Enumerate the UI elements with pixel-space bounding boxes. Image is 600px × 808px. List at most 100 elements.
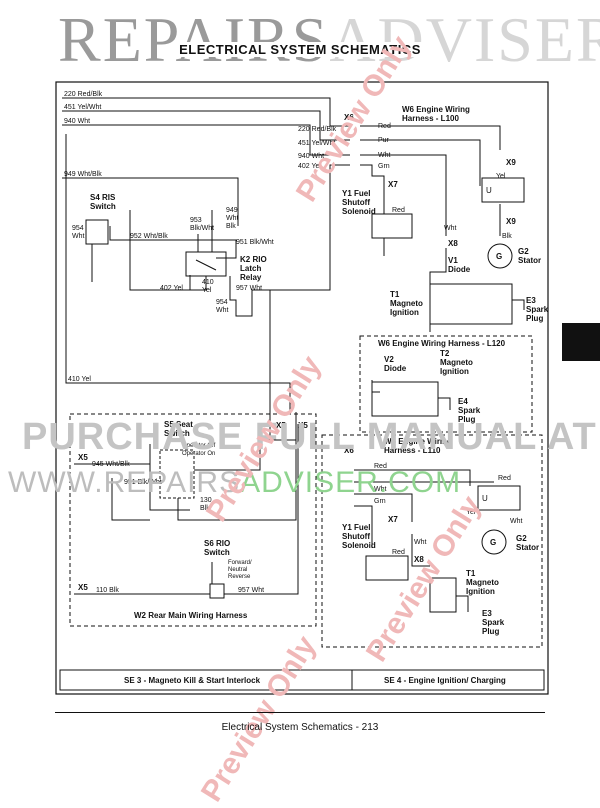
s5-seat-switch-symbol — [159, 449, 195, 499]
y1-red-l110-label: Red — [392, 549, 405, 556]
l120-harness-label: W6 Engine Wiring Harness - L120 — [378, 339, 506, 348]
g2-l100-label-b: Stator — [518, 256, 541, 265]
watermark-url-a: WWW.REPAIRS — [8, 466, 241, 499]
y1-l110-label-a: Y1 Fuel — [342, 523, 370, 532]
s4-label-b: Switch — [90, 202, 116, 211]
e4-label-c: Plug — [458, 415, 475, 424]
wire-130-label-b: Blk — [200, 505, 210, 512]
s6-label-a: S6 RIO — [204, 539, 230, 548]
conn-940-label: 940 Wht — [298, 153, 324, 160]
e4-label-a: E4 — [458, 397, 468, 406]
l110-wiring — [354, 469, 521, 613]
s6-state-forward: Forward/ — [228, 560, 252, 566]
l110-red-label-b: Red — [498, 475, 511, 482]
l100-harness-label-b: Harness - L100 — [402, 114, 459, 123]
u-rectifier-l100-symbol — [481, 177, 525, 203]
wire-954b-label-b: Wht — [216, 307, 229, 314]
watermark-brand-a: REPAIRS — [58, 4, 330, 75]
l100-wiring — [360, 125, 525, 332]
wire-957b-label: 957 Wht — [238, 587, 264, 594]
section-tab-marker — [562, 323, 600, 361]
page-footer: Electrical System Schematics - 213 — [221, 722, 379, 733]
wire-949b-label-b: Wht — [226, 215, 239, 222]
l110-red-label: Red — [374, 463, 387, 470]
s5-state-on: Operator On — [182, 451, 215, 457]
y1-l110-label-b: Shutoff — [342, 532, 370, 541]
wire-940-label: 940 Wht — [64, 118, 90, 125]
watermark-url-b: ADVISER.COM — [240, 466, 462, 499]
g2-l100-label-a: G2 — [518, 247, 529, 256]
l110-harness-label-b: Harness - L110 — [384, 446, 441, 455]
t1-l100-label-b: Magneto — [390, 299, 423, 308]
wire-945-label: 945 Wht/Blk — [92, 461, 130, 468]
wire-954-label-a: 954 — [72, 225, 84, 232]
l100-red-label: Red — [378, 123, 391, 130]
wire-954-label-b: Wht — [72, 233, 85, 240]
section-caption-frame — [59, 669, 545, 691]
t2-label-a: T2 — [440, 349, 450, 358]
l110-wht-label: Wht — [374, 486, 387, 493]
g2-stator-l110-symbol — [481, 529, 507, 555]
l110-grn-label: Grn — [374, 498, 386, 505]
k2-label-a: K2 RIO — [240, 255, 267, 264]
v2-label-b: Diode — [384, 364, 407, 373]
w2-harness-box — [69, 413, 317, 627]
wire-951b-label: 951 Blk/Wht — [124, 479, 162, 486]
y1-solenoid-l100-symbol — [371, 213, 413, 239]
conn-402-label: 402 Yel — [298, 163, 321, 170]
t1-magneto-l100-symbol — [429, 283, 513, 325]
e3-l110-label-a: E3 — [482, 609, 492, 618]
v2-label-a: V2 — [384, 355, 394, 364]
s6-label-b: Switch — [204, 548, 230, 557]
x8-l110-label: X8 — [414, 555, 424, 564]
t2-label-c: Ignition — [440, 367, 469, 376]
footer-divider — [55, 712, 545, 713]
e3-l110-label-b: Spark — [482, 618, 505, 627]
t1-l110-label-b: Magneto — [466, 578, 499, 587]
t1-l110-label-a: T1 — [466, 569, 476, 578]
g-l100-label: G — [496, 252, 502, 261]
conn-451-label: 451 Yel/Wht — [298, 140, 335, 147]
l100-wht-label: Wht — [378, 152, 391, 159]
x5-label-b: X5 — [298, 421, 308, 430]
s4-label-a: S4 RIS — [90, 193, 116, 202]
y1-red-l100-label: Red — [392, 207, 405, 214]
g-l110-label: G — [490, 538, 496, 547]
t2-magneto-l120-symbol — [371, 381, 439, 417]
watermark-brand-b: ADVISER — [329, 4, 600, 75]
e4-label-b: Spark — [458, 406, 481, 415]
w2-harness-label: W2 Rear Main Wiring Harness — [134, 611, 248, 620]
x7-l100-label: X7 — [388, 180, 398, 189]
u-rectifier-l110-symbol — [477, 485, 521, 511]
wire-451-label: 451 Yel/Wht — [64, 104, 101, 111]
l100-grn-label: Grn — [378, 163, 390, 170]
page-title-text: ELECTRICAL SYSTEM SCHEMATICS — [177, 42, 423, 57]
e3-l100-label-a: E3 — [526, 296, 536, 305]
blk-l100-label: Blk — [502, 233, 512, 240]
l110-harness-label-a: W6 Engine Wiring — [384, 437, 452, 446]
v1-label-b: Diode — [448, 265, 471, 274]
k2-relay-symbol — [185, 251, 227, 277]
wire-953-label-a: 953 — [190, 217, 202, 224]
wire-954b-label-a: 954 — [216, 299, 228, 306]
s5-label-b: Switch — [164, 429, 190, 438]
wire-410b-label-a: 410 — [202, 279, 214, 286]
wire-949b-label-a: 949 — [226, 207, 238, 214]
s6-state-neutral: Neutral — [228, 567, 247, 573]
k2-label-c: Relay — [240, 273, 262, 282]
wire-110-label: 110 Blk — [96, 587, 119, 594]
t1-magneto-l110-symbol — [429, 577, 457, 613]
l120-harness-box — [359, 335, 533, 433]
y1-l100-label-c: Solenoid — [342, 207, 376, 216]
l100-harness-label-a: W6 Engine Wiring — [402, 105, 470, 114]
u-l110-label: U — [482, 494, 488, 503]
x9-l100-label-a: X9 — [506, 158, 516, 167]
x5-label-c: X5 — [78, 453, 88, 462]
left-wiring — [62, 97, 350, 441]
e3-l100-label-c: Plug — [526, 314, 543, 323]
l120-wiring — [371, 380, 451, 417]
g2-l110-label-b: Stator — [516, 543, 539, 552]
schematic-frame — [55, 81, 549, 695]
watermark-url: WWW.REPAIRSADVISER.COM — [8, 468, 461, 498]
